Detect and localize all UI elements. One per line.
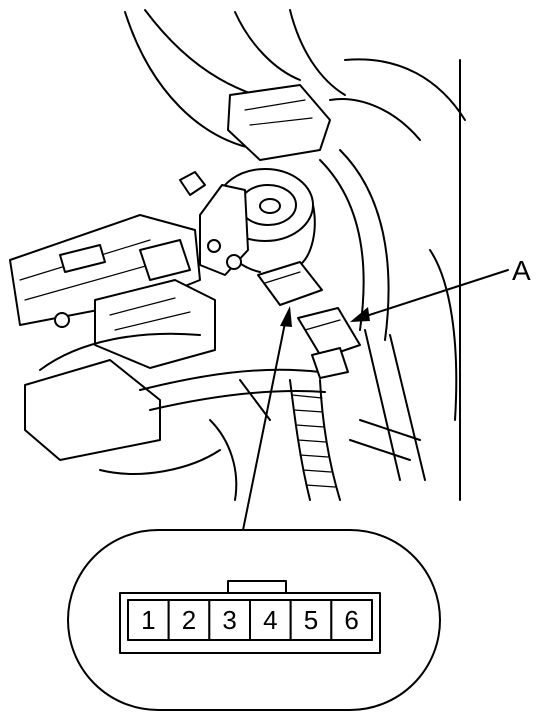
pin-cell: 3 [208, 599, 251, 641]
pin-cell: 5 [289, 599, 333, 641]
pin-number: 2 [182, 605, 196, 635]
connector-view-leader [241, 306, 292, 536]
connector-face-view: 1 2 3 4 5 6 [67, 529, 441, 711]
connector-lock-tab [227, 580, 287, 593]
pin-cell: 6 [330, 599, 374, 641]
connector-leader-line [241, 317, 287, 536]
pin-number: 4 [263, 605, 277, 635]
callout-leader-line [359, 269, 509, 319]
pin-number: 5 [304, 605, 318, 635]
callout-a: A [350, 255, 531, 322]
pin-number: 1 [141, 605, 155, 635]
connector-leader-arrowhead [280, 306, 292, 327]
pin-cell: 4 [249, 599, 292, 641]
steering-column-assembly [9, 9, 466, 501]
callout-label: A [512, 255, 531, 286]
connector-pins: 1 2 3 4 5 6 [127, 599, 374, 641]
pin-cell: 2 [167, 599, 211, 641]
pin-cell: 1 [127, 599, 170, 641]
callout-arrowhead [350, 307, 370, 322]
pin-number: 3 [222, 605, 236, 635]
pin-number: 6 [344, 605, 358, 635]
